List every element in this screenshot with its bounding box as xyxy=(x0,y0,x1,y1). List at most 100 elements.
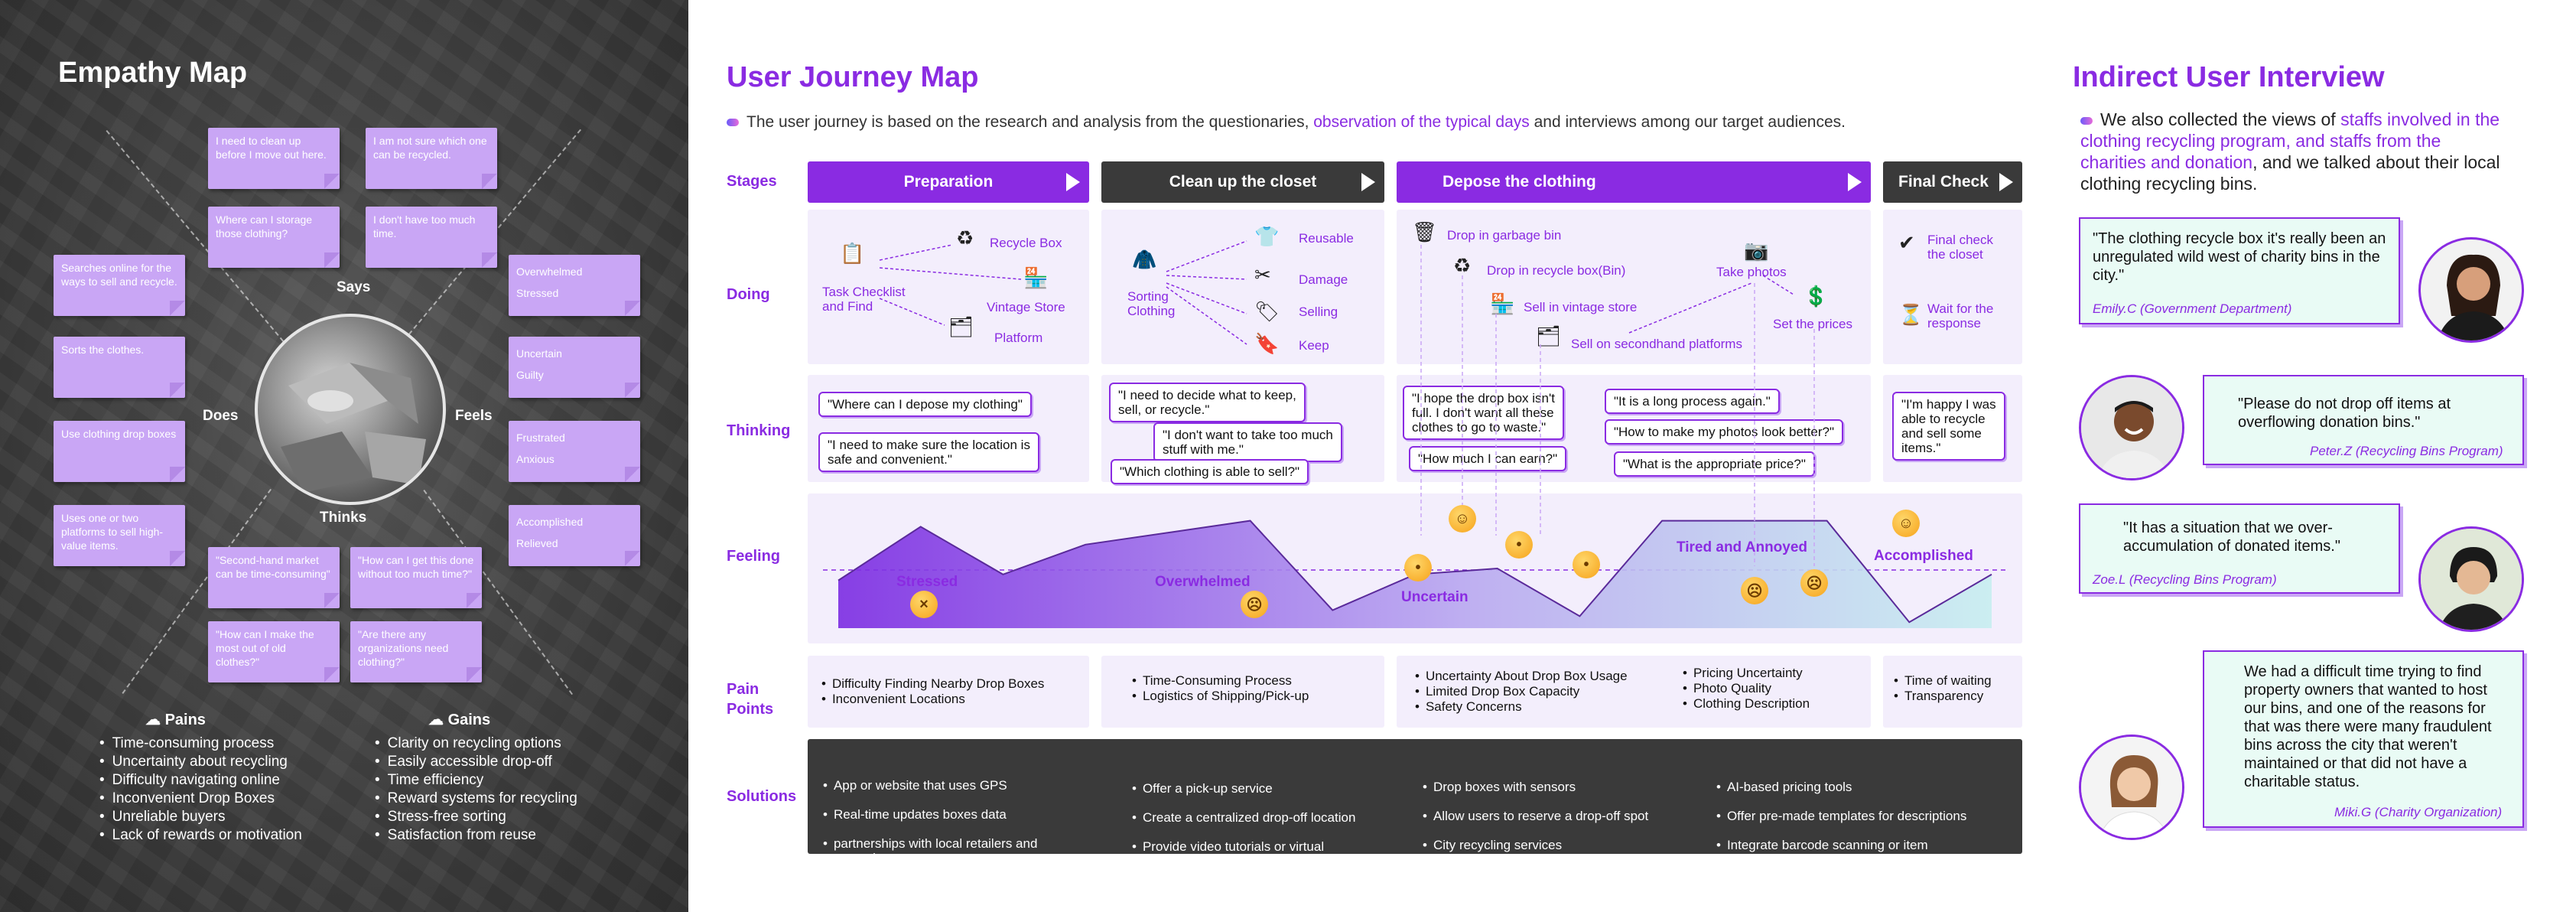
quote-author: Zoe.L (Recycling Bins Program) xyxy=(2093,572,2277,587)
camera-icon: 📷 xyxy=(1744,239,1769,262)
doing-item: Final check the closet xyxy=(1927,233,1993,262)
solution-item: partnerships with local retailers and co… xyxy=(823,836,1037,865)
solutions-list: App or website that uses GPS Real-time u… xyxy=(823,764,1037,880)
doing-item: Vintage Store xyxy=(987,300,1065,314)
quote-author: Miki.G (Charity Organization) xyxy=(2334,805,2503,819)
person-avatar-icon xyxy=(2081,377,2182,478)
says-note: I don't have too much time. xyxy=(366,207,497,268)
stage-label: Preparation xyxy=(903,173,994,191)
solution-item: Integrate barcode scanning or item recog… xyxy=(1716,838,1966,867)
quote-card: "It has a situation that we over-accumul… xyxy=(2079,503,2400,594)
center-photo-clothes xyxy=(255,314,446,505)
doing-item: Set the prices xyxy=(1773,317,1852,331)
solution-item: Offer pre-made templates for description… xyxy=(1716,809,1966,823)
pains-list: Time-consuming process Uncertainty about… xyxy=(99,734,302,845)
solution-item: Smart bins redesign xyxy=(1423,867,1648,881)
clipboard-checklist-icon: 📋 xyxy=(840,242,865,265)
pain-point: Logistics of Shipping/Pick-up xyxy=(1132,689,1309,704)
feels-label: Feels xyxy=(455,408,493,424)
does-note: Uses one or two platforms to sell high-v… xyxy=(54,505,185,566)
doing-item: Drop in garbage bin xyxy=(1447,228,1562,243)
face-smirk-icon: • xyxy=(1505,531,1533,559)
doing-cell-depose xyxy=(1397,210,1871,364)
solution-item: AI-based pricing tools xyxy=(1716,780,1966,794)
face-uncertain-icon: • xyxy=(1573,551,1600,578)
doing-item: Platform xyxy=(994,331,1043,345)
doing-main-label: Sorting Clothing xyxy=(1127,289,1176,318)
solution-item: Drop boxes with sensors xyxy=(1423,780,1648,794)
cloud-icon: ☁ xyxy=(145,712,165,728)
doing-item: Reusable xyxy=(1299,231,1354,246)
doing-arrows-depose xyxy=(1628,275,1794,334)
empathy-map-panel: Empathy Map I need to clean up before I … xyxy=(0,0,688,912)
doing-item: Sell in vintage store xyxy=(1524,300,1638,314)
bookmark-icon: 🔖 xyxy=(1254,332,1280,355)
quote-card: "Please do not drop off items at overflo… xyxy=(2203,375,2524,465)
stage-final-check: Final Check xyxy=(1883,161,2022,203)
doing-item: Recycle Box xyxy=(990,236,1062,250)
pain-points-depose-b: Pricing Uncertainty Photo Quality Clothi… xyxy=(1683,666,1810,712)
arrow-right-icon xyxy=(1999,173,2013,191)
pains-heading: ☁ Pains xyxy=(145,710,206,729)
gain-item: Satisfaction from reuse xyxy=(375,826,577,845)
quote-author: Peter.Z (Recycling Bins Program) xyxy=(2310,444,2503,458)
doing-arrows-clean xyxy=(1166,240,1247,345)
feeling-area xyxy=(838,520,1992,628)
avatar-emily xyxy=(2418,237,2524,343)
solutions-list: Offer a pick-up service Create a central… xyxy=(1132,767,1355,883)
row-label-stages: Stages xyxy=(727,173,777,190)
platform-icon: 🗂 xyxy=(1536,324,1562,347)
solution-item: App or website that uses GPS xyxy=(823,778,1037,793)
doing-cell-prep xyxy=(808,210,1089,364)
stage-label: Final Check xyxy=(1898,173,1989,191)
row-label-pain-points: Pain Points xyxy=(727,681,774,718)
gain-item: Easily accessible drop-off xyxy=(375,753,577,771)
person-avatar-icon xyxy=(2437,254,2510,340)
face-uncertain-icon: • xyxy=(1404,554,1432,581)
gains-heading-text: Gains xyxy=(447,712,491,728)
gains-heading: ☁ Gains xyxy=(428,710,490,729)
thinks-note: "Are there any organizations need clothi… xyxy=(350,621,482,682)
thought-bubble: "It is a long process again." xyxy=(1605,389,1780,414)
check-circle-icon: ✔ xyxy=(1898,231,1915,254)
pain-point: Photo Quality xyxy=(1683,681,1810,696)
pain-item: Difficulty navigating online xyxy=(99,771,302,790)
arrow-right-icon xyxy=(1066,173,1080,191)
pain-points-depose-a: Uncertainty About Drop Box Usage Limited… xyxy=(1415,669,1628,715)
face-sad-icon: ☹ xyxy=(1741,577,1768,604)
reuse-shirt-icon: 👕 xyxy=(1254,225,1280,248)
hourglass-icon: ⏳ xyxy=(1898,303,1924,326)
thinks-note: "How can I get this done without too muc… xyxy=(350,547,482,608)
doing-item: Wait for the response xyxy=(1927,301,1994,331)
dollar-coin-icon: 💲 xyxy=(1804,285,1829,308)
doing-item: Selling xyxy=(1299,305,1338,319)
stage-clean-closet: Clean up the closet xyxy=(1101,161,1384,203)
feels-note: Accomplished Relieved xyxy=(509,505,640,566)
clothes-rack-icon: 🧥 xyxy=(1132,248,1157,271)
quote-text: "The clothing recycle box it's really be… xyxy=(2093,230,2386,284)
quote-author: Emily.C (Government Department) xyxy=(2093,301,2292,316)
avatar-miki xyxy=(2079,734,2184,840)
solution-item: City recycling services xyxy=(1423,838,1648,852)
avatar-zoe xyxy=(2418,526,2524,632)
recycle-bin-icon: ♻ xyxy=(956,226,974,249)
interview-title: Indirect User Interview xyxy=(2073,61,2385,93)
store-icon: 🏪 xyxy=(1023,266,1049,289)
feeling-label: Stressed xyxy=(896,574,958,590)
pain-item: Uncertainty about recycling xyxy=(99,753,302,771)
gains-list: Clarity on recycling options Easily acce… xyxy=(375,734,577,845)
doing-item: Damage xyxy=(1299,272,1348,287)
quote-card: "The clothing recycle box it's really be… xyxy=(2079,217,2400,324)
pain-point: Difficulty Finding Nearby Drop Boxes xyxy=(821,676,1044,692)
pain-point: Time-Consuming Process xyxy=(1132,673,1309,689)
quote-card: We had a difficult time trying to find p… xyxy=(2203,650,2524,828)
thinks-note: "How can I make the most out of old clot… xyxy=(208,621,340,682)
feeling-label: Accomplished xyxy=(1874,548,1973,564)
face-stressed-icon: × xyxy=(910,591,938,618)
bullet-pill-icon xyxy=(2080,116,2093,125)
bandage-icon: ✂ xyxy=(1254,263,1271,286)
gain-item: Stress-free sorting xyxy=(375,808,577,826)
interview-desc-highlight: staffs involved in the clothing recyclin… xyxy=(2080,109,2500,172)
feels-note: Frustrated Anxious xyxy=(509,421,640,482)
thought-bubble: "Which clothing is able to sell?" xyxy=(1111,459,1309,484)
